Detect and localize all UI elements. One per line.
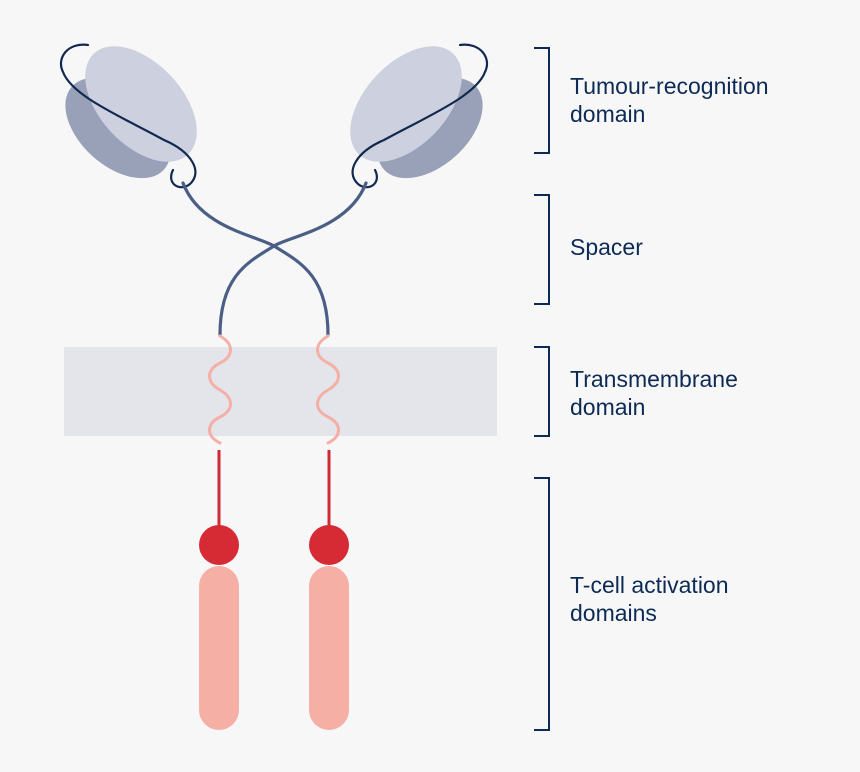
right-recognition-domain <box>350 43 488 189</box>
left-activation-node <box>199 525 239 565</box>
cell-membrane <box>64 347 497 436</box>
bracket-activation <box>534 477 550 731</box>
spacer-strand-right <box>218 181 368 337</box>
left-activation-domain <box>199 566 239 730</box>
label-transmembrane-line2: domain <box>570 394 646 420</box>
label-tumour-recognition-domain: Tumour-recognition domain <box>570 72 769 128</box>
label-transmembrane-domain: Transmembrane domain <box>570 365 738 421</box>
transmembrane-helix-left <box>208 334 232 445</box>
label-activation-line2: domains <box>570 600 657 626</box>
label-spacer-line1: Spacer <box>570 234 643 260</box>
transmembrane-helix-right <box>316 334 340 445</box>
right-scfv-light-lobe <box>350 46 462 162</box>
bracket-recognition <box>534 47 550 154</box>
label-recognition-line1: Tumour-recognition <box>570 73 769 99</box>
bracket-transmembrane <box>534 346 550 437</box>
label-transmembrane-line1: Transmembrane <box>570 366 738 392</box>
right-activation-chain <box>309 450 349 730</box>
label-spacer: Spacer <box>570 233 643 261</box>
right-activation-domain <box>309 566 349 730</box>
right-activation-node <box>309 525 349 565</box>
label-recognition-line2: domain <box>570 101 646 127</box>
left-scfv-light-lobe <box>85 46 197 162</box>
left-activation-chain <box>199 450 239 730</box>
transmembrane-helices <box>208 334 340 445</box>
bracket-spacer <box>534 194 550 305</box>
label-activation-line1: T-cell activation <box>570 572 729 598</box>
spacer-hinge <box>181 181 368 337</box>
left-recognition-domain <box>60 43 197 189</box>
label-t-cell-activation-domains: T-cell activation domains <box>570 571 729 627</box>
